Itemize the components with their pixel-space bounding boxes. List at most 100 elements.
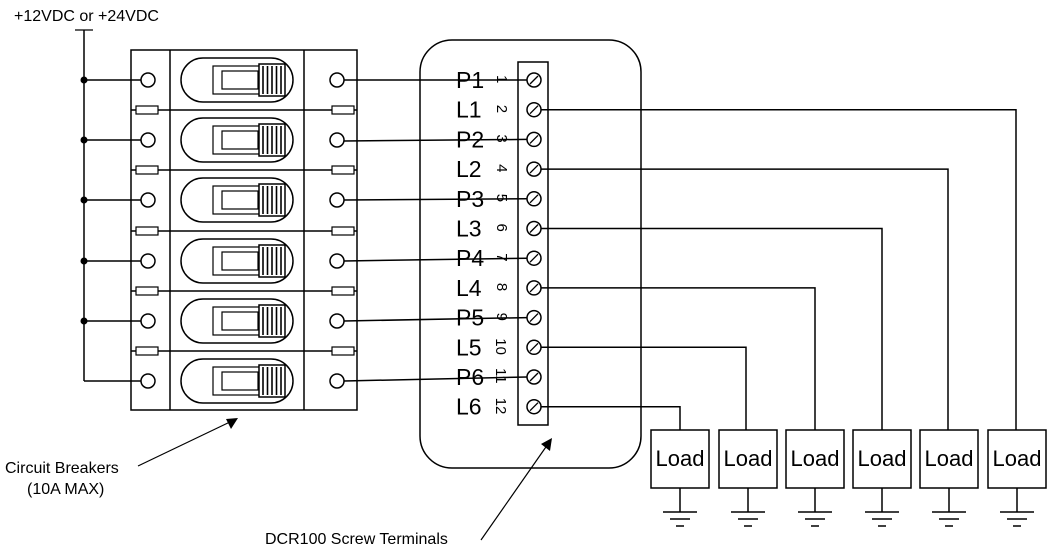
terminal-label: L6 (456, 394, 482, 420)
screw-terminal: L3 6 (456, 216, 542, 242)
breaker-line-terminal (140, 132, 156, 148)
breaker-clip-left (135, 286, 159, 296)
supply-junction (80, 196, 88, 204)
breaker-line-terminal (140, 72, 156, 88)
breaker-line-terminal (140, 192, 156, 208)
breaker-bank-frame (130, 49, 358, 411)
terminal-number: 9 (493, 313, 510, 321)
screw-terminal: P6 11 (456, 364, 542, 390)
load-box (919, 429, 979, 489)
breakers-callout: Circuit Breakers (10A MAX) (5, 418, 238, 498)
load-label: Load (925, 446, 974, 471)
breaker-clip-right (331, 346, 355, 356)
breakers-arrowhead (226, 418, 238, 429)
load-label: Load (791, 446, 840, 471)
circuit-breaker (80, 105, 357, 163)
breaker-load-terminal (329, 253, 345, 269)
screw-terminal: L2 4 (456, 156, 542, 182)
terminal-to-load-wire (541, 227, 883, 430)
load: Load (852, 429, 912, 527)
circuit-breaker (80, 286, 357, 344)
terminal-number: 7 (493, 253, 510, 261)
breaker-clip-right (331, 105, 355, 115)
load-box (650, 429, 710, 489)
terminal-to-load-wire (541, 346, 747, 430)
load-label: Load (858, 446, 907, 471)
breakers-label-line2: (10A MAX) (27, 481, 104, 498)
terminal-number: 4 (493, 164, 510, 172)
breaker-to-terminal-wire (343, 257, 528, 262)
circuit-breaker-bank (80, 49, 358, 411)
breaker-load-terminal (329, 72, 345, 88)
terminal-label: P6 (456, 364, 484, 390)
screw-terminal: P5 9 (456, 305, 542, 331)
terminal-to-load-wire (541, 108, 1017, 430)
terminal-to-load-wire (541, 287, 816, 430)
load: Load (785, 429, 845, 527)
breaker-clip-left (135, 165, 159, 175)
supply-junction (80, 257, 88, 265)
breaker-clip-left (135, 346, 159, 356)
breaker-load-terminal (329, 192, 345, 208)
terminal-label: P5 (456, 305, 484, 331)
load-box (718, 429, 778, 489)
breaker-to-terminal-wire (343, 198, 528, 201)
breaker-clip-right (331, 165, 355, 175)
screw-terminal: L6 12 (456, 394, 542, 420)
terminals-label: DCR100 Screw Terminals (265, 531, 448, 548)
terminal-label: L5 (456, 334, 482, 360)
breakers-label-line1: Circuit Breakers (5, 460, 119, 477)
breaker-toggle-lever (221, 311, 259, 331)
breaker-line-terminal (140, 253, 156, 269)
terminal-number: 2 (493, 105, 510, 113)
screw-terminal: L1 2 (456, 97, 542, 123)
terminal-number: 1 (493, 75, 510, 83)
breaker-line-terminal (140, 313, 156, 329)
load-label: Load (656, 446, 705, 471)
breaker-to-terminal-wire (343, 138, 528, 142)
terminal-number: 12 (492, 398, 509, 415)
terminal-number: 11 (492, 368, 509, 384)
terminal-to-load-wire (541, 405, 681, 430)
breaker-load-terminal (329, 313, 345, 329)
terminal-label: L3 (456, 216, 482, 242)
breaker-load-terminal (329, 132, 345, 148)
breaker-toggle-lever (221, 70, 259, 90)
breaker-toggle-lever (221, 251, 259, 271)
circuit-breaker (84, 346, 357, 404)
terminal-strip (517, 61, 549, 426)
terminal-to-load-wire (541, 168, 949, 430)
load: Load (919, 429, 979, 527)
load: Load (718, 429, 778, 527)
load: Load (650, 429, 710, 527)
terminal-number: 6 (493, 224, 510, 232)
circuit-breaker (80, 57, 345, 103)
circuit-breaker (80, 165, 357, 223)
breaker-clip-left (135, 105, 159, 115)
breaker-to-terminal-wire (343, 316, 528, 322)
load: Load (987, 429, 1047, 527)
load-box (987, 429, 1047, 489)
load-label: Load (724, 446, 773, 471)
screw-terminal: L5 10 (456, 334, 542, 360)
terminal-label: L1 (456, 97, 482, 123)
breaker-clip-right (331, 286, 355, 296)
terminal-label: L2 (456, 156, 482, 182)
supply-junction (80, 317, 88, 325)
circuit-breaker (80, 226, 357, 284)
breaker-load-terminal (329, 373, 345, 389)
breaker-toggle-lever (221, 371, 259, 391)
terminals-arrowhead (541, 438, 552, 451)
breaker-toggle-lever (221, 190, 259, 210)
terminal-label: L4 (456, 275, 482, 301)
breaker-clip-left (135, 226, 159, 236)
terminal-number: 10 (492, 338, 509, 355)
load-label: Load (993, 446, 1042, 471)
dcr100-enclosure (419, 39, 642, 469)
supply-voltage-label: +12VDC or +24VDC (14, 8, 159, 25)
breaker-toggle-lever (221, 130, 259, 150)
